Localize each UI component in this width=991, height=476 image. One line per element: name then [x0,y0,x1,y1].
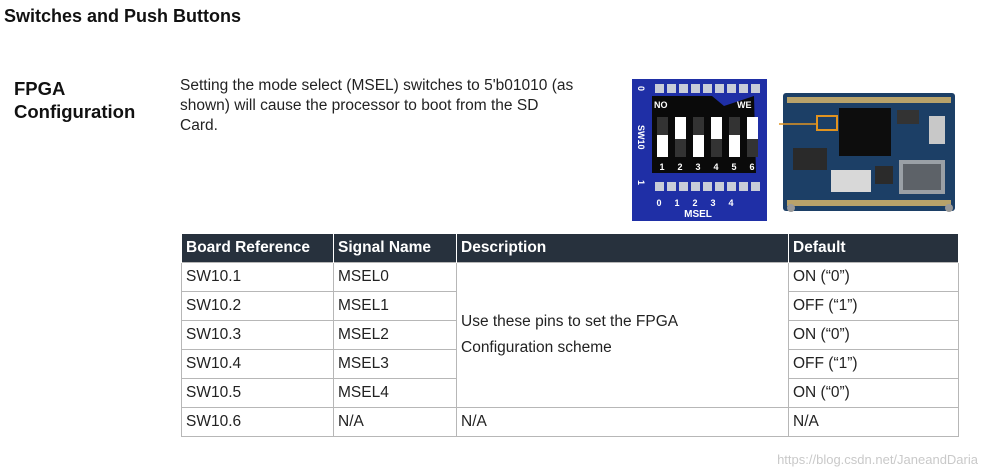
dip-number-2: 2 [677,162,682,172]
cell-signal-name: MSEL1 [333,291,457,321]
dip-bottom-code: 1 [636,180,646,185]
dip-actuator-5 [729,135,740,157]
table-row: SW10.4 MSEL3 OFF (“1”) [181,349,959,379]
msel-index-3: 3 [710,198,715,208]
msel-index-1: 1 [674,198,679,208]
table-header-row: Board Reference Signal Name Description … [181,233,959,263]
msel-label: MSEL [684,209,712,220]
column-header-description: Description [456,233,789,263]
dip-number-1: 1 [659,162,664,172]
dip-top-code: 0 [636,86,646,91]
dip-number-4: 4 [713,162,718,172]
column-header-board-reference: Board Reference [181,233,334,263]
switch-highlight [816,115,838,131]
dip-actuator-6 [747,117,758,139]
cell-board-reference: SW10.2 [181,291,334,321]
cell-default: ON (“0”) [788,378,959,408]
dip-number-6: 6 [749,162,754,172]
section-label-line2: Configuration [14,101,136,122]
cell-shared-description: Use these pins to set the FPGA Configura… [456,262,789,408]
dip-actuator-2 [675,117,686,139]
cell-signal-name: MSEL0 [333,262,457,292]
cell-signal-name: MSEL2 [333,320,457,350]
cell-signal-name: N/A [333,407,457,437]
dip-switch-actuators [657,117,758,157]
column-header-default: Default [788,233,959,263]
table-row: SW10.6 N/A N/A N/A [181,407,959,437]
msel-reference-table: Board Reference Signal Name Description … [181,233,959,437]
cell-signal-name: MSEL3 [333,349,457,379]
section-description: Setting the mode select (MSEL) switches … [180,77,574,134]
cell-description: N/A [456,407,789,437]
cell-default: ON (“0”) [788,262,959,292]
cell-board-reference: SW10.4 [181,349,334,379]
msel-index-4: 4 [728,198,733,208]
dip-number-3: 3 [695,162,700,172]
shared-description-line2: Configuration scheme [461,339,612,356]
msel-index-0: 0 [656,198,661,208]
msel-index-2: 2 [692,198,697,208]
table-row: SW10.5 MSEL4 ON (“0”) [181,378,959,408]
msel-dip-switch-diagram: NO WE 1 2 3 4 5 6 0 SW10 1 0 1 2 3 4 MSE… [632,79,767,221]
cell-default: OFF (“1”) [788,349,959,379]
cell-default: ON (“0”) [788,320,959,350]
cell-board-reference: SW10.6 [181,407,334,437]
column-header-signal-name: Signal Name [333,233,457,263]
dip-actuator-4 [711,117,722,139]
cell-board-reference: SW10.5 [181,378,334,408]
section-label-line1: FPGA [14,78,66,99]
dip-we-label: WE [737,100,752,110]
dip-actuator-3 [693,135,704,157]
cell-board-reference: SW10.3 [181,320,334,350]
page-heading: Switches and Push Buttons [4,6,242,26]
cell-default: N/A [788,407,959,437]
section-label: FPGA Configuration [14,77,135,123]
cell-board-reference: SW10.1 [181,262,334,292]
de10-board-photo [779,88,966,216]
source-watermark: https://blog.csdn.net/JaneandDaria [777,452,978,467]
dip-actuator-1 [657,135,668,157]
fpga-chip [839,108,891,156]
dip-number-5: 5 [731,162,736,172]
cell-default: OFF (“1”) [788,291,959,321]
shared-description-line1: Use these pins to set the FPGA [461,313,679,330]
table-row: SW10.3 MSEL2 ON (“0”) [181,320,959,350]
table-row: SW10.1 MSEL0 Use these pins to set the F… [181,262,959,408]
cell-signal-name: MSEL4 [333,378,457,408]
table-row: SW10.2 MSEL1 OFF (“1”) [181,291,959,321]
dip-device-label: SW10 [636,125,646,150]
dip-no-label: NO [654,100,668,110]
